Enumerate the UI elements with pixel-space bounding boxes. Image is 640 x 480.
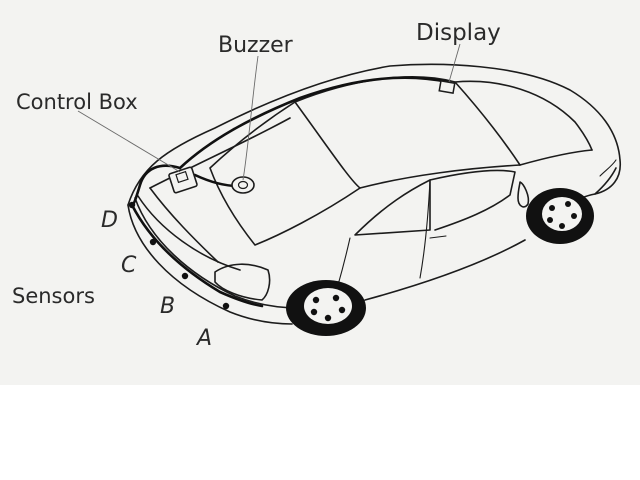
control-box-label: Control Box [16,90,138,114]
sensor-d-dot [128,201,136,209]
control-box [168,166,198,194]
sensor-c-label: C [121,253,137,278]
sensor-a-label: A [195,326,212,351]
sensor-dots [128,201,230,310]
display-unit [438,79,456,95]
front-wheel [526,188,594,244]
sensors-label: Sensors [12,284,95,308]
sensor-b-label: B [160,294,175,319]
sensor-c-dot [149,238,157,246]
leader-lines [77,43,461,181]
sensor-b-dot [181,272,189,280]
sensor-d-label: D [101,208,118,233]
display-label: Display [416,20,501,46]
buzzer [231,176,255,194]
buzzer-label: Buzzer [218,33,294,58]
sensor-a-dot [222,302,230,310]
rear-wheel [286,280,366,336]
